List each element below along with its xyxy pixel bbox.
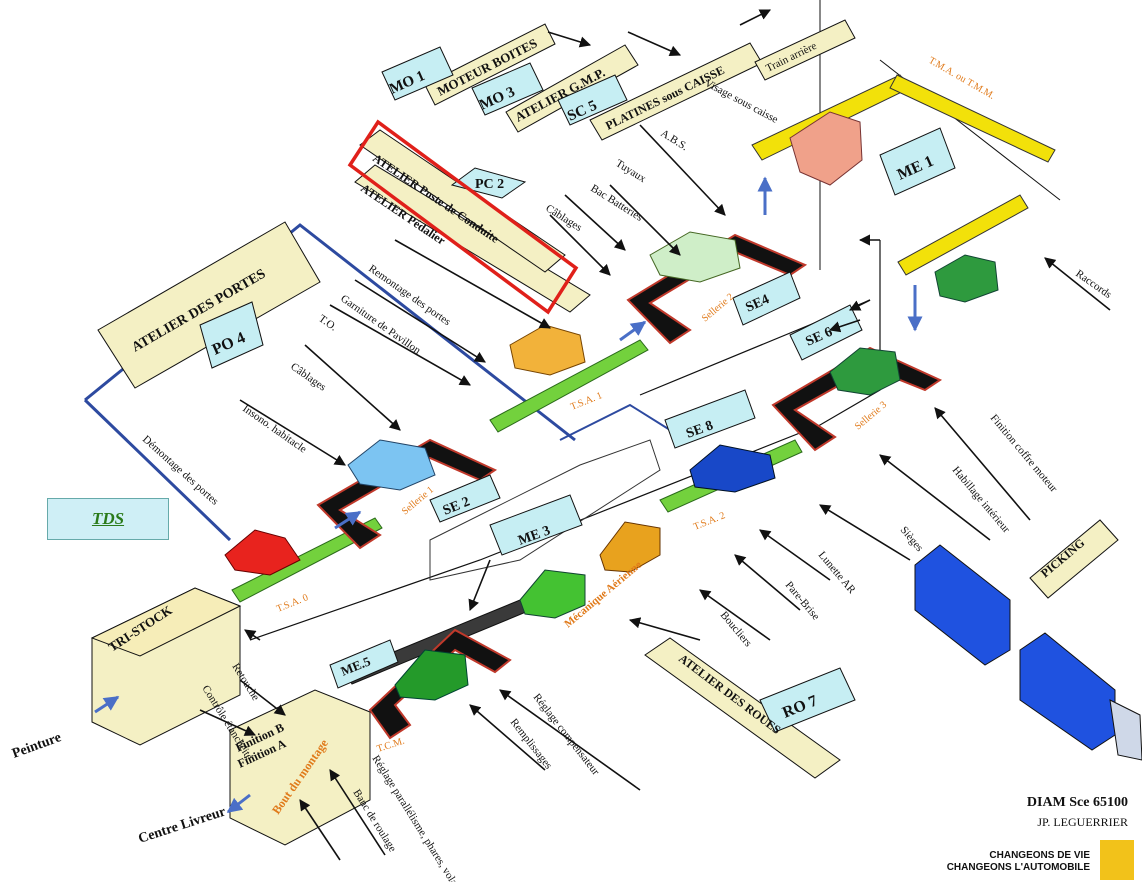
tds-link[interactable]: TDS [92,509,124,529]
car-green-sellerie3 [830,348,900,395]
label-boxes [98,20,1118,778]
lunette-label: Lunette AR [816,549,858,596]
truck-icon [915,545,1142,760]
tsa2-label: T.S.A. 2 [692,510,727,533]
centre-label: Centre Livreur [137,804,228,846]
roues-label: ATELIER DES ROUES [676,651,784,737]
credit-line-2: JP. LEGUERRIER [1037,815,1128,830]
reglage-par-label: Réglage parallélisme, phares, volant. [369,753,465,882]
cablages-left-label: Câblages [288,361,328,394]
credit-line-1: DIAM Sce 65100 [1027,795,1128,811]
demontage-label: Démontage des portes [140,433,221,507]
car-blue-dark [690,445,775,492]
bac-label: Bac Batteries [588,182,644,223]
renault-logo [1100,840,1134,880]
tuyaux-label: Tuyaux [613,157,648,185]
visage-label: Visage sous caisse [703,77,780,126]
tsa0-label: T.S.A. 0 [275,592,310,615]
to-label: T.O. [316,313,339,334]
tds-button[interactable]: TDS [47,498,169,540]
diagonal-labels: Visage sous caisse T.M.A. ou T.M.M. A.B.… [10,55,1113,882]
sieges-label: Sièges [898,524,926,554]
car-orange [510,325,585,375]
peinture-label: Peinture [10,730,63,762]
sellerie2-label: Sellerie 2 [700,291,736,324]
brand-line-1: CHANGEONS DE VIE [925,850,1090,862]
sellerie3-label: Sellerie 3 [853,399,889,432]
tcm-label: T.C.M. [376,736,406,755]
brand-line-2: CHANGEONS L'AUTOMOBILE [925,862,1090,874]
brand-slogan: CHANGEONS DE VIE CHANGEONS L'AUTOMOBILE [925,850,1090,874]
pc2-label: PC 2 [475,177,504,192]
banc-label: Banc de roulage [350,787,398,854]
insono-label: Insono. habitacle [240,403,309,456]
tsa1-label: T.S.A. 1 [569,390,604,413]
habillage-label: Habillage intérieur [950,464,1013,535]
car-green-hanging [935,255,998,302]
car-blue-light [348,440,435,490]
